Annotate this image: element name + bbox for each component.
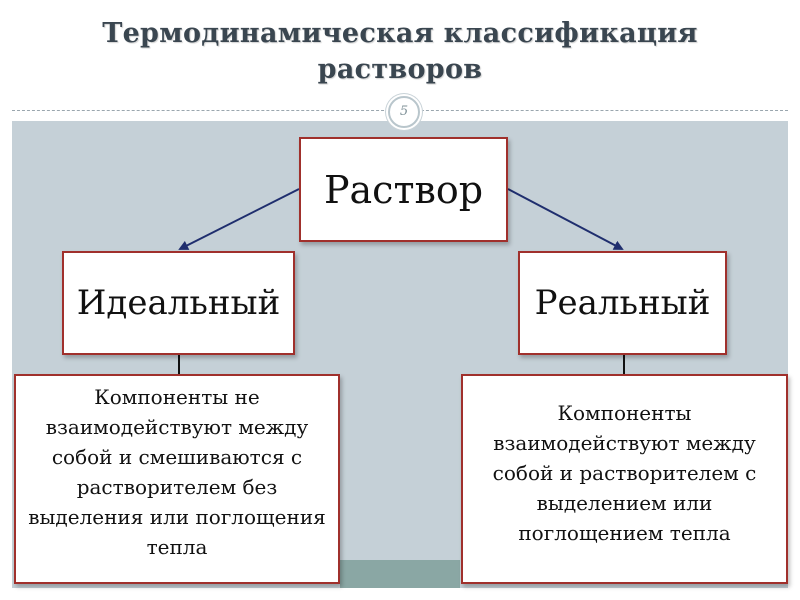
arrow-to-ideal — [178, 188, 300, 250]
node-solution: Раствор — [299, 137, 508, 242]
node-real-label: Реальный — [534, 283, 711, 323]
node-ideal-description: Компоненты не взаимодействуют между собо… — [14, 374, 340, 584]
bottom-accent-strip — [340, 560, 460, 588]
slide-title: Термодинамическая классификация растворо… — [102, 18, 698, 85]
ideal-description-text: Компоненты не взаимодействуют между собо… — [28, 385, 326, 559]
slide-number-badge: 5 — [388, 96, 420, 128]
title-area: Термодинамическая классификация растворо… — [0, 0, 800, 112]
node-real: Реальный — [518, 251, 727, 355]
node-ideal-label: Идеальный — [76, 283, 281, 323]
node-ideal: Идеальный — [62, 251, 295, 355]
node-solution-label: Раствор — [323, 167, 484, 212]
real-description-text: Компоненты взаимодействуют между собой и… — [492, 401, 757, 545]
arrow-to-real — [507, 188, 624, 250]
node-real-description: Компоненты взаимодействуют между собой и… — [461, 374, 788, 584]
